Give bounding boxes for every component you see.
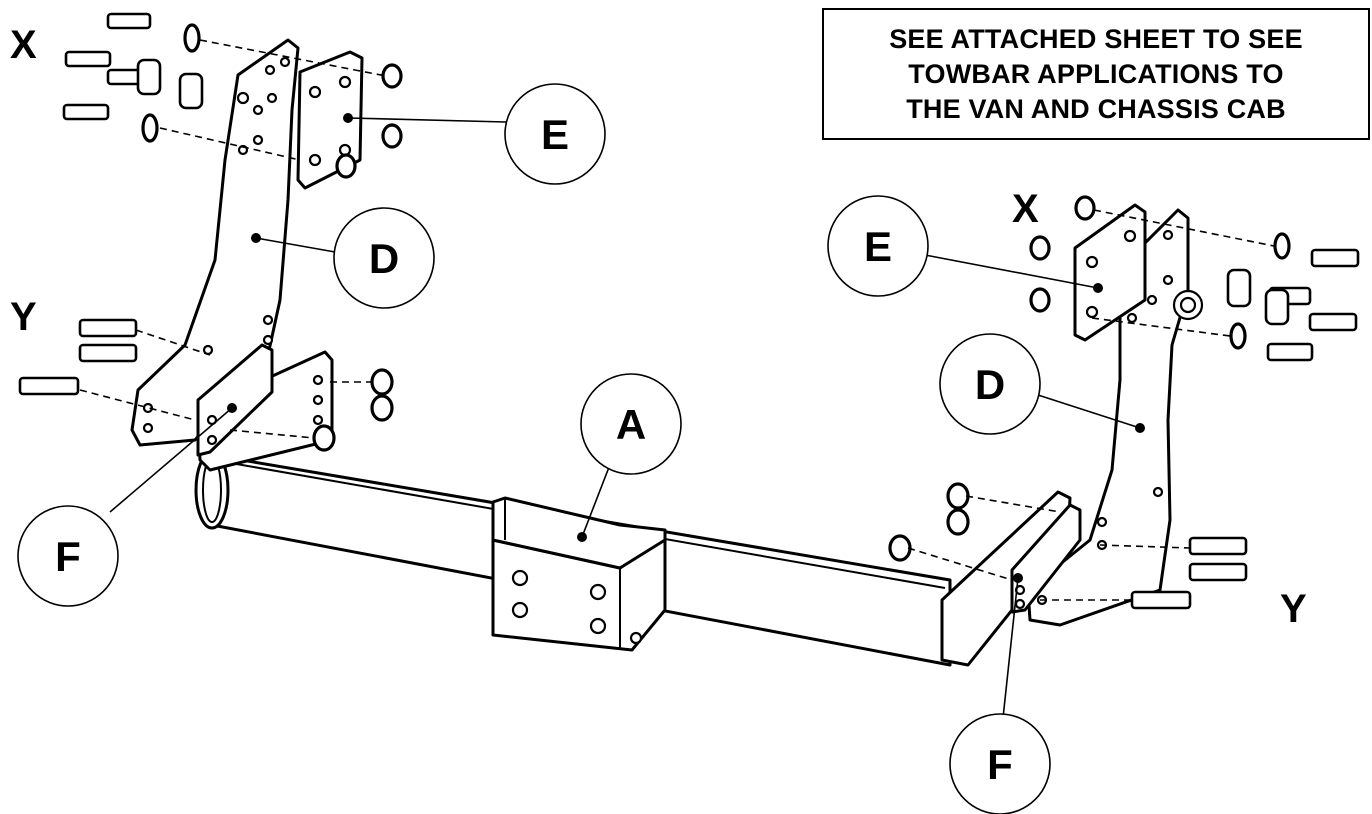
callout-label-f-right: F	[987, 741, 1013, 788]
label-x-right: X	[1012, 187, 1039, 231]
right-plate-e	[1073, 203, 1147, 342]
label-y-left: Y	[10, 295, 37, 339]
center-bracket-a	[491, 496, 667, 652]
right-fasteners	[888, 195, 1360, 610]
note-box: SEE ATTACHED SHEET TO SEE TOWBAR APPLICA…	[822, 8, 1370, 140]
note-line-1: SEE ATTACHED SHEET TO SEE	[889, 23, 1303, 54]
callout-a: A	[580, 373, 682, 475]
callout-label-d-right: D	[975, 361, 1005, 408]
leader-lines	[109, 117, 1141, 719]
callout-label-e-left: E	[541, 111, 569, 158]
callout-label-d-left: D	[369, 235, 399, 282]
callout-f-left: F	[17, 505, 119, 607]
callout-label-a: A	[616, 401, 646, 448]
left-plate-f	[196, 343, 334, 472]
callout-d-right: D	[939, 333, 1041, 435]
note-line-3: THE VAN AND CHASSIS CAB	[906, 93, 1286, 124]
label-x-left: X	[10, 23, 37, 67]
callout-f-right: F	[949, 713, 1051, 814]
callout-e-left: E	[504, 83, 606, 185]
callout-e-right: E	[827, 195, 929, 297]
callout-label-f-left: F	[55, 533, 81, 580]
label-y-right: Y	[1280, 587, 1307, 631]
note-line-2: TOWBAR APPLICATIONS TO	[908, 58, 1284, 89]
callout-label-e-right: E	[864, 223, 892, 270]
callout-d-left: D	[333, 207, 435, 309]
left-fasteners	[18, 12, 403, 452]
